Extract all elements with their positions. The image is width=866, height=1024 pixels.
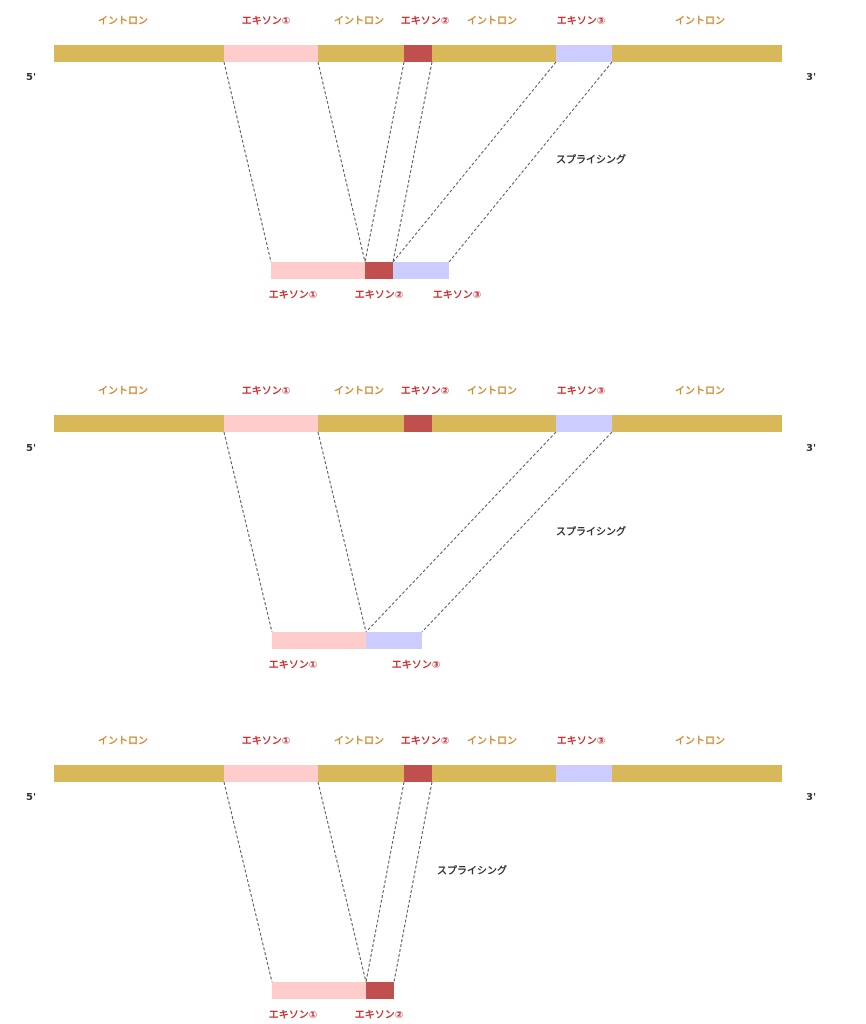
intron-label: イントロン xyxy=(675,735,725,747)
exon-1-segment xyxy=(224,415,318,432)
exon-3-segment xyxy=(556,45,612,62)
splicing-label: スプライシング xyxy=(437,864,507,877)
intron-label: イントロン xyxy=(467,735,517,747)
splice-connector xyxy=(317,431,367,633)
exon-label: エキソン① xyxy=(242,735,290,747)
intron-label: イントロン xyxy=(675,385,725,397)
spliced-exon-label: エキソン① xyxy=(269,1009,317,1021)
splice-connector xyxy=(365,781,405,983)
spliced-exon-label: エキソン① xyxy=(269,659,317,671)
spliced-exon-1 xyxy=(271,262,365,279)
splicing-label: スプライシング xyxy=(556,525,626,538)
splice-connector xyxy=(392,61,433,263)
three-prime-label: 3' xyxy=(806,443,816,454)
spliced-exon-3 xyxy=(393,262,449,279)
splicing-label: スプライシング xyxy=(556,153,626,166)
exon-label: エキソン③ xyxy=(557,15,605,27)
intron-label: イントロン xyxy=(467,15,517,27)
spliced-exon-label: エキソン③ xyxy=(392,659,440,671)
splice-connector xyxy=(223,781,273,983)
splice-connector xyxy=(317,781,367,983)
intron-label: イントロン xyxy=(334,735,384,747)
exon-2-segment xyxy=(404,45,432,62)
splice-connector xyxy=(365,431,557,633)
spliced-exon-1 xyxy=(272,982,366,999)
splice-connector xyxy=(223,431,273,633)
exon-3-segment xyxy=(556,765,612,782)
spliced-exon-1 xyxy=(272,632,366,649)
splice-connector xyxy=(392,61,557,263)
spliced-exon-label: エキソン① xyxy=(269,289,317,301)
intron-label: イントロン xyxy=(98,735,148,747)
five-prime-label: 5' xyxy=(26,443,36,454)
exon-3-segment xyxy=(556,415,612,432)
splice-connector xyxy=(393,781,433,983)
spliced-exon-label: エキソン② xyxy=(355,289,403,301)
exon-label: エキソン② xyxy=(401,735,449,747)
intron-label: イントロン xyxy=(334,15,384,27)
exon-label: エキソン③ xyxy=(557,735,605,747)
exon-2-segment xyxy=(404,415,432,432)
three-prime-label: 3' xyxy=(806,72,816,83)
splice-connector xyxy=(421,431,613,633)
spliced-exon-3 xyxy=(366,632,422,649)
splice-connector xyxy=(364,61,405,263)
splice-connector xyxy=(223,61,272,263)
intron-label: イントロン xyxy=(98,385,148,397)
exon-label: エキソン① xyxy=(242,385,290,397)
exon-1-segment xyxy=(224,765,318,782)
exon-label: エキソン① xyxy=(242,15,290,27)
intron-label: イントロン xyxy=(675,15,725,27)
spliced-exon-2 xyxy=(366,982,394,999)
splice-connector xyxy=(448,61,613,263)
intron-label: イントロン xyxy=(98,15,148,27)
splice-connector xyxy=(317,61,366,263)
three-prime-label: 3' xyxy=(806,792,816,803)
spliced-exon-label: エキソン③ xyxy=(433,289,481,301)
exon-label: エキソン② xyxy=(401,385,449,397)
exon-2-segment xyxy=(404,765,432,782)
spliced-exon-label: エキソン② xyxy=(355,1009,403,1021)
intron-label: イントロン xyxy=(334,385,384,397)
exon-label: エキソン③ xyxy=(557,385,605,397)
exon-1-segment xyxy=(224,45,318,62)
spliced-exon-2 xyxy=(365,262,393,279)
five-prime-label: 5' xyxy=(26,792,36,803)
five-prime-label: 5' xyxy=(26,72,36,83)
intron-label: イントロン xyxy=(467,385,517,397)
exon-label: エキソン② xyxy=(401,15,449,27)
